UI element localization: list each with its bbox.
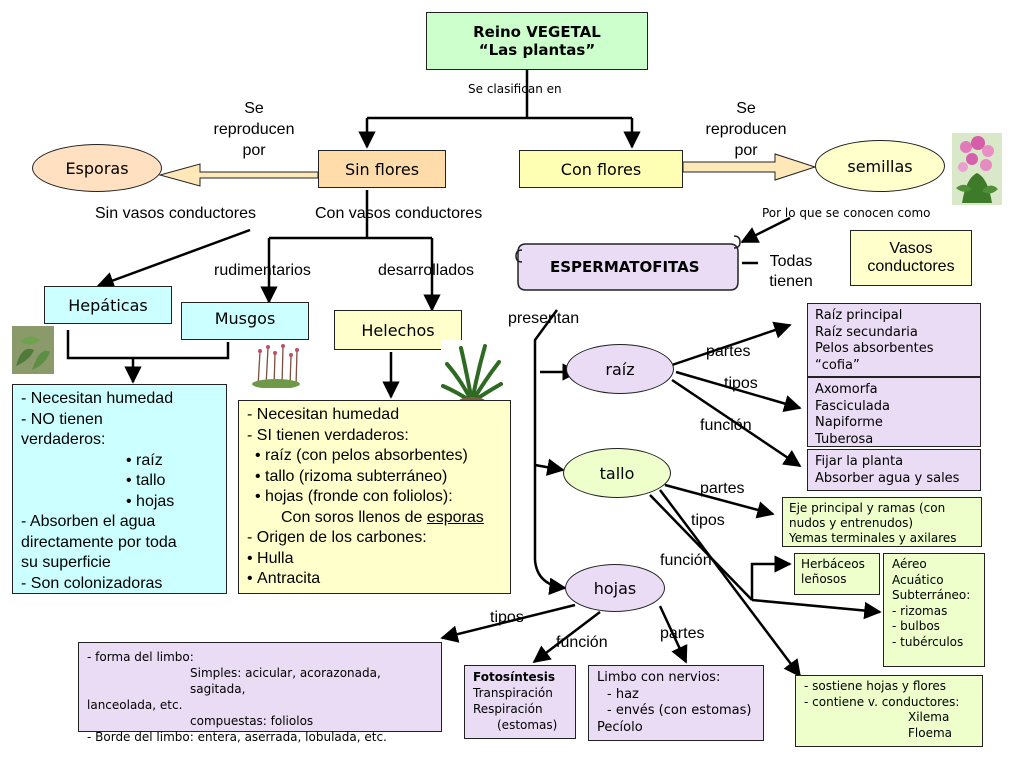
list-item: - sostiene hojas y flores xyxy=(804,679,947,693)
hepaticas-description: - Necesitan humedad - NO tienen verdader… xyxy=(12,384,227,594)
tallo-node: tallo xyxy=(563,448,671,498)
label-hojas-partes: partes xyxy=(660,625,705,642)
root-subtitle: “Las plantas” xyxy=(478,41,596,59)
con-flores-node: Con flores xyxy=(519,150,683,188)
raiz-funcion-box: Fijar la planta Absorber agua y sales xyxy=(807,449,981,491)
list-item: Acuático xyxy=(892,572,944,587)
flower-photo xyxy=(952,133,1002,205)
raiz-tipos-box: Axomorfa Fasciculada Napiforme Tuberosa xyxy=(807,377,981,447)
label-tallo-tipos: tipos xyxy=(691,512,725,529)
label-tallo-partes: partes xyxy=(700,480,745,497)
label-rudimentarios: rudimentarios xyxy=(214,262,311,279)
hepatica-photo xyxy=(12,326,54,374)
list-item: Axomorfa xyxy=(815,382,878,397)
list-item: Raíz secundaria xyxy=(815,324,918,340)
label-hojas-funcion: función xyxy=(556,634,608,651)
label-reproducen-right: Se reproducen por xyxy=(705,100,787,159)
list-item: Absorber agua y sales xyxy=(815,470,960,486)
semillas-node: semillas xyxy=(815,140,945,192)
label-raiz-tipos: tipos xyxy=(724,375,758,392)
vasos-conductores-node: Vasos conductores xyxy=(850,230,972,286)
esporas-node: Esporas xyxy=(32,144,162,192)
label-raiz-partes: partes xyxy=(706,343,751,360)
label-sin-vasos: Sin vasos conductores xyxy=(95,205,256,222)
list-item: Floema xyxy=(908,725,953,740)
tallo-funcion-box: - sostiene hojas y flores - contiene v. … xyxy=(795,675,983,747)
list-item: Subterráneo: xyxy=(892,588,971,602)
raiz-partes-box: Raíz principal Raíz secundaria Pelos abs… xyxy=(807,303,981,377)
helechos-node: Helechos xyxy=(334,310,462,350)
list-item: - tubérculos xyxy=(892,634,964,649)
label-presentan: presentan xyxy=(508,310,580,327)
list-item: - contiene v. conductores: xyxy=(804,694,960,709)
label-con-vasos: Con vasos conductores xyxy=(315,205,483,222)
hojas-tipos-box: - forma del limbo: Simples: acicular, ac… xyxy=(78,642,442,744)
list-item: Herbáceos xyxy=(801,557,865,571)
helechos-description: - Necesitan humedad - SI tienen verdader… xyxy=(238,400,511,594)
hojas-partes-box: Limbo con nervios: - haz - envés (con es… xyxy=(588,665,764,741)
list-item: Fasciculada xyxy=(815,398,890,414)
label-desarrollados: desarrollados xyxy=(378,262,475,279)
list-item: Raíz principal xyxy=(815,308,903,323)
hepaticas-node: Hepáticas xyxy=(44,286,172,324)
espermatofitas-node: ESPERMATOFITAS xyxy=(550,258,700,276)
list-item: nudos y entrenudos) xyxy=(789,516,914,530)
list-item: Xilema xyxy=(908,710,950,724)
fern-photo xyxy=(441,340,503,408)
label-hojas-tipos: tipos xyxy=(490,609,524,626)
root-node: Reino VEGETAL “Las plantas” xyxy=(426,12,648,70)
list-item: Pelos absorbentes xyxy=(815,341,934,356)
hojas-node: hojas xyxy=(565,564,665,612)
musgos-node: Musgos xyxy=(181,302,309,340)
list-item: Fijar la planta xyxy=(815,454,904,469)
tallo-partes-box: Eje principal y ramas (con nudos y entre… xyxy=(782,497,982,547)
list-item: Aéreo xyxy=(892,557,927,571)
list-item: Eje principal y ramas (con xyxy=(789,501,946,515)
label-raiz-funcion: función xyxy=(700,417,752,434)
raiz-node: raíz xyxy=(566,344,674,394)
moss-photo xyxy=(250,342,302,388)
label-se-clasifican: Se clasifican en xyxy=(468,82,562,96)
hojas-funcion-box: Fotosíntesis Transpiración Respiración (… xyxy=(464,665,576,739)
list-item: “cofia” xyxy=(815,357,860,373)
tallo-tipos-b-box: Aéreo Acuático Subterráneo: - rizomas - … xyxy=(883,553,985,667)
sin-flores-node: Sin flores xyxy=(318,150,446,188)
tallo-tipos-a-box: Herbáceos leñosos xyxy=(794,553,880,595)
list-item: - rizomas xyxy=(892,603,948,618)
label-reproducen-left: Se reproducen por xyxy=(213,100,295,159)
label-todas-tienen: Todas tienen xyxy=(769,253,813,290)
list-item: leñosos xyxy=(801,572,847,586)
label-tallo-funcion: función xyxy=(660,552,712,569)
list-item: Yemas terminales y axilares xyxy=(789,531,957,545)
list-item: - bulbos xyxy=(892,619,940,633)
list-item: Tuberosa xyxy=(815,431,874,447)
list-item: Napiforme xyxy=(815,415,883,430)
label-por-lo-que: Por lo que se conocen como xyxy=(762,206,931,220)
root-title: Reino VEGETAL xyxy=(473,23,601,41)
